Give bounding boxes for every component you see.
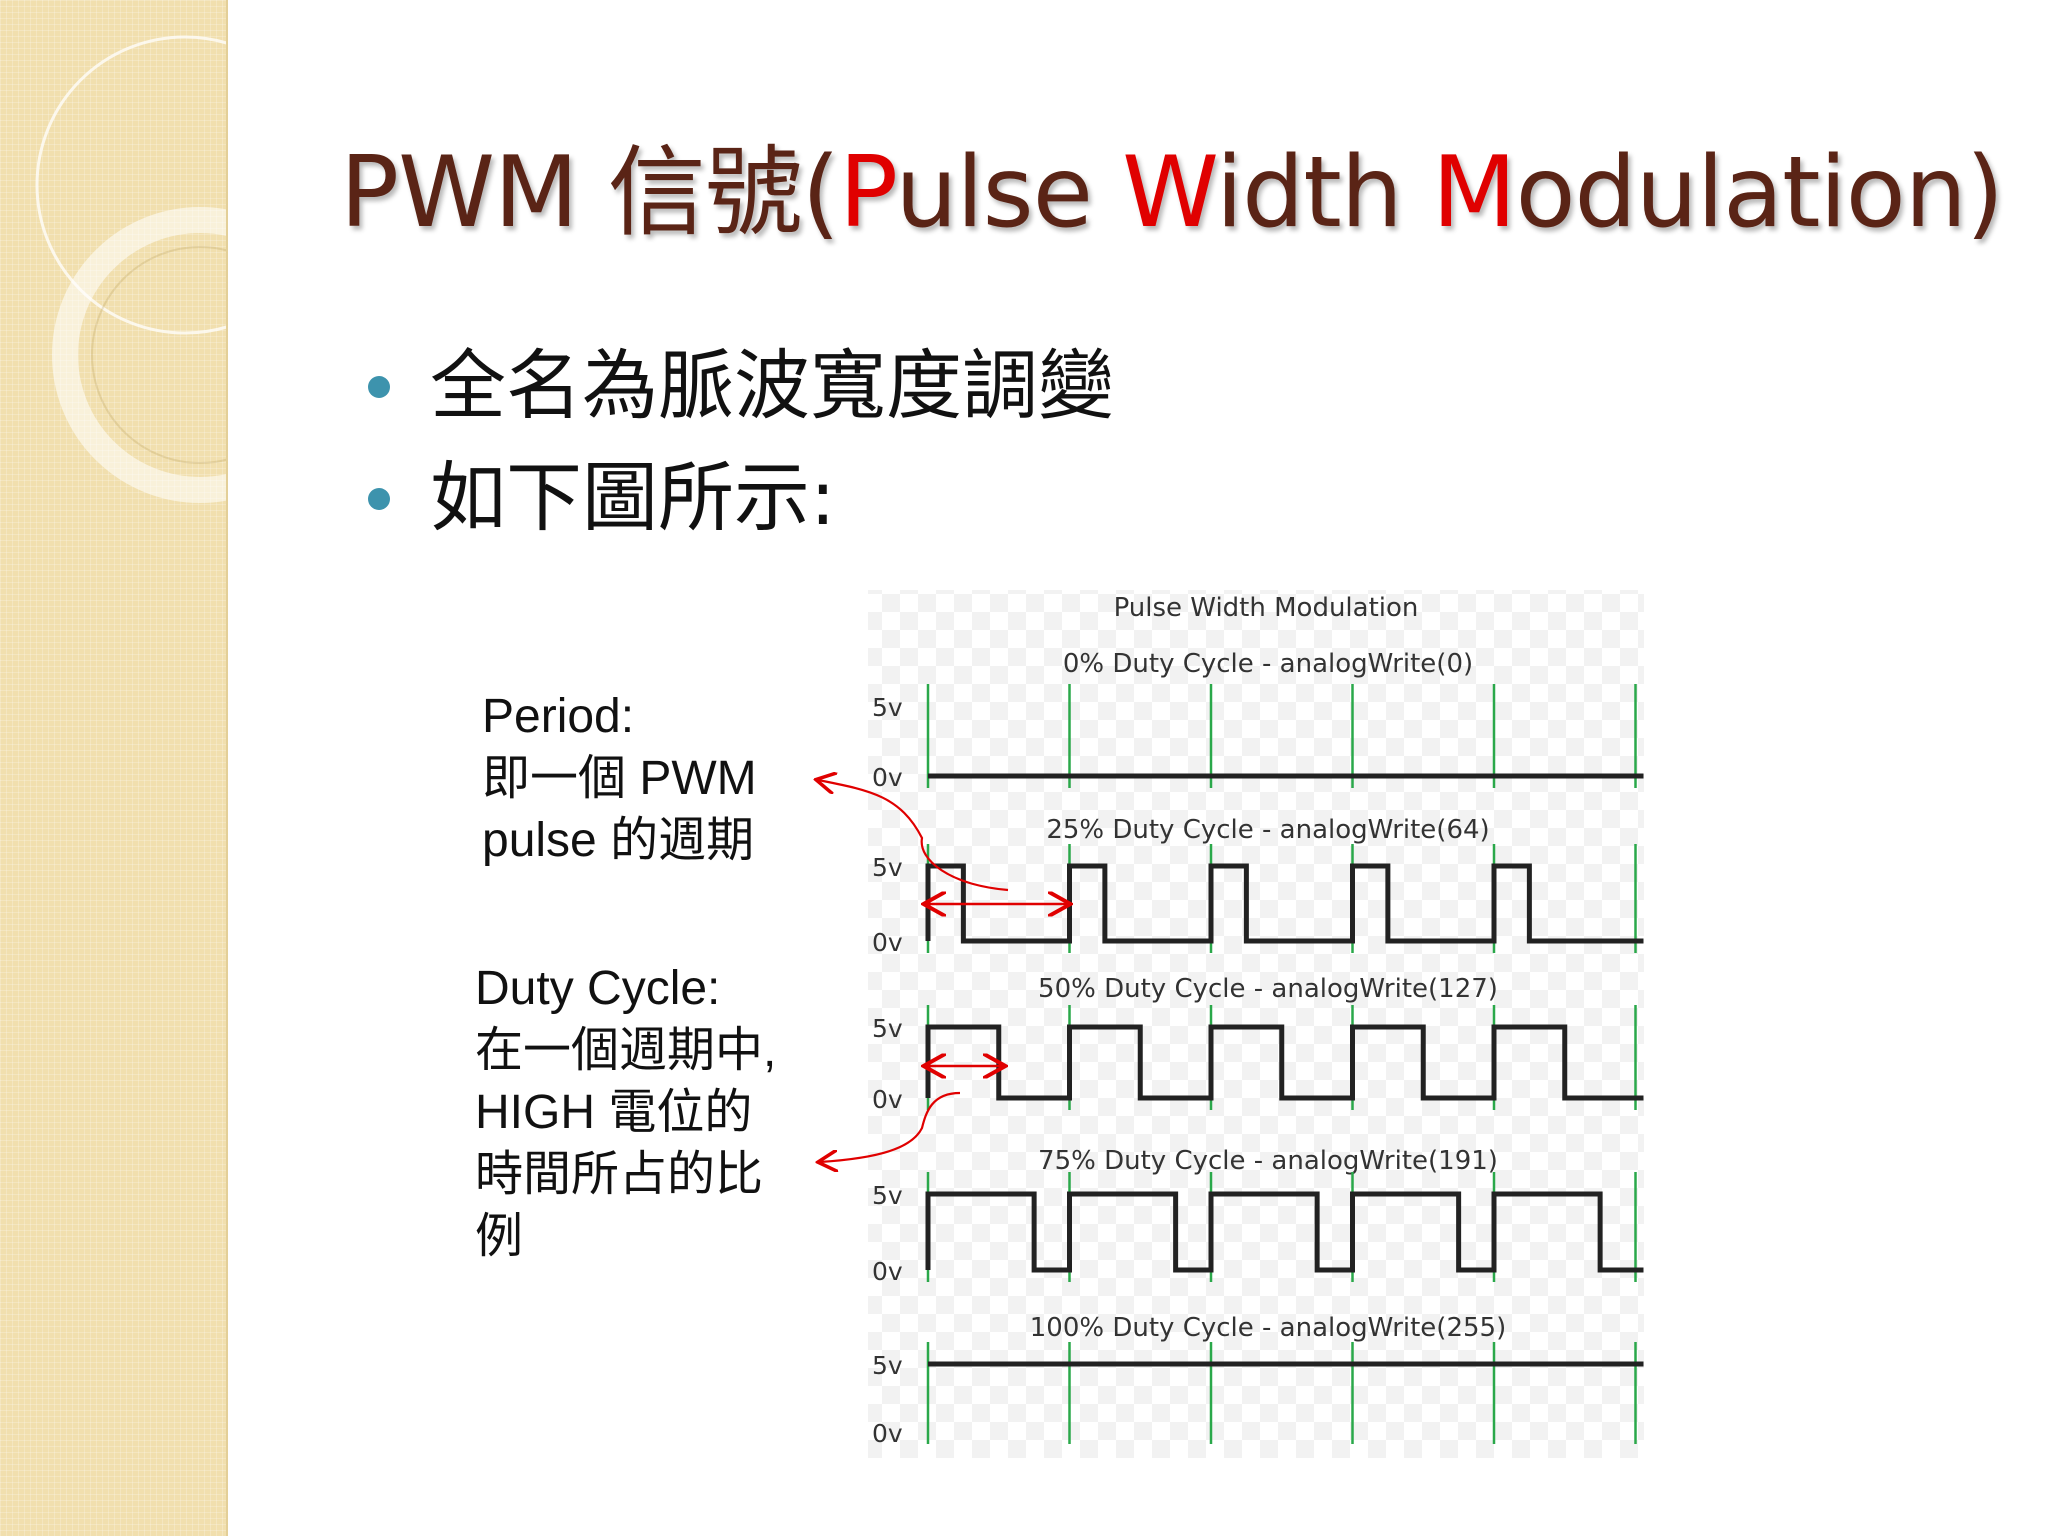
duty-note-line: HIGH 電位的 bbox=[475, 1086, 753, 1139]
volt-low-label: 0v bbox=[872, 1085, 903, 1114]
title-text: ulse bbox=[895, 136, 1123, 250]
slide-title: PWM 信號(Pulse Width Modulation) bbox=[340, 128, 2004, 258]
volt-low-label: 0v bbox=[872, 1257, 903, 1286]
bullet-text: 全名為脈波寬度調變 bbox=[430, 341, 1114, 430]
title-text: idth bbox=[1215, 136, 1433, 250]
period-note-line: Period: bbox=[482, 690, 635, 743]
duty-row-label: 75% Duty Cycle - analogWrite(191) bbox=[1038, 1146, 1498, 1176]
volt-high-label: 5v bbox=[872, 1181, 903, 1210]
bullet-item: 如下圖所示: bbox=[360, 442, 1114, 554]
title-highlight-letter: P bbox=[838, 136, 896, 250]
volt-high-label: 5v bbox=[872, 1014, 903, 1043]
volt-high-label: 5v bbox=[872, 1351, 903, 1380]
sidebar-rings-decoration bbox=[35, 35, 228, 503]
bullet-dot-icon bbox=[368, 376, 390, 398]
diagram-title: Pulse Width Modulation bbox=[1114, 593, 1419, 623]
period-note-line: 即一個 PWM bbox=[482, 752, 757, 805]
volt-high-label: 5v bbox=[872, 853, 903, 882]
pwm-waveform bbox=[925, 863, 1644, 944]
duty-note-line: 在一個週期中, bbox=[475, 1024, 777, 1077]
duty-note-line: 例 bbox=[475, 1210, 524, 1263]
diagram-background bbox=[868, 590, 1644, 1458]
bullet-text: 如下圖所示: bbox=[430, 453, 836, 542]
bullet-list: 全名為脈波寬度調變 如下圖所示: bbox=[360, 330, 1114, 554]
duty-row-label: 25% Duty Cycle - analogWrite(64) bbox=[1046, 815, 1489, 845]
volt-high-label: 5v bbox=[872, 693, 903, 722]
volt-low-label: 0v bbox=[872, 928, 903, 957]
title-text: odulation) bbox=[1515, 136, 2005, 250]
pwm-waveform bbox=[925, 1024, 1644, 1101]
title-highlight-letter: M bbox=[1432, 136, 1517, 250]
period-pointer-arrow bbox=[818, 780, 1009, 892]
period-note: Period: 即一個 PWM pulse 的週期 bbox=[482, 686, 757, 872]
volt-low-label: 0v bbox=[872, 1419, 903, 1448]
duty-row-label: 0% Duty Cycle - analogWrite(0) bbox=[1063, 649, 1473, 679]
pwm-waveform bbox=[925, 1191, 1644, 1273]
duty-pointer-arrow bbox=[820, 1091, 961, 1162]
duty-cycle-note: Duty Cycle: 在一個週期中, HIGH 電位的 時間所占的比 例 bbox=[475, 958, 776, 1268]
bullet-item: 全名為脈波寬度調變 bbox=[360, 330, 1114, 442]
duty-row-label: 50% Duty Cycle - analogWrite(127) bbox=[1038, 974, 1498, 1004]
period-note-line: pulse 的週期 bbox=[482, 814, 755, 867]
title-text: PWM 信號( bbox=[340, 136, 840, 250]
volt-low-label: 0v bbox=[872, 763, 903, 792]
bullet-dot-icon bbox=[368, 488, 390, 510]
title-highlight-letter: W bbox=[1122, 136, 1217, 250]
duty-note-line: Duty Cycle: bbox=[475, 962, 721, 1015]
decorative-sidebar bbox=[0, 0, 228, 1536]
duty-note-line: 時間所占的比 bbox=[475, 1148, 764, 1201]
duty-row-label: 100% Duty Cycle - analogWrite(255) bbox=[1030, 1313, 1506, 1343]
sidebar-divider bbox=[226, 0, 228, 1536]
